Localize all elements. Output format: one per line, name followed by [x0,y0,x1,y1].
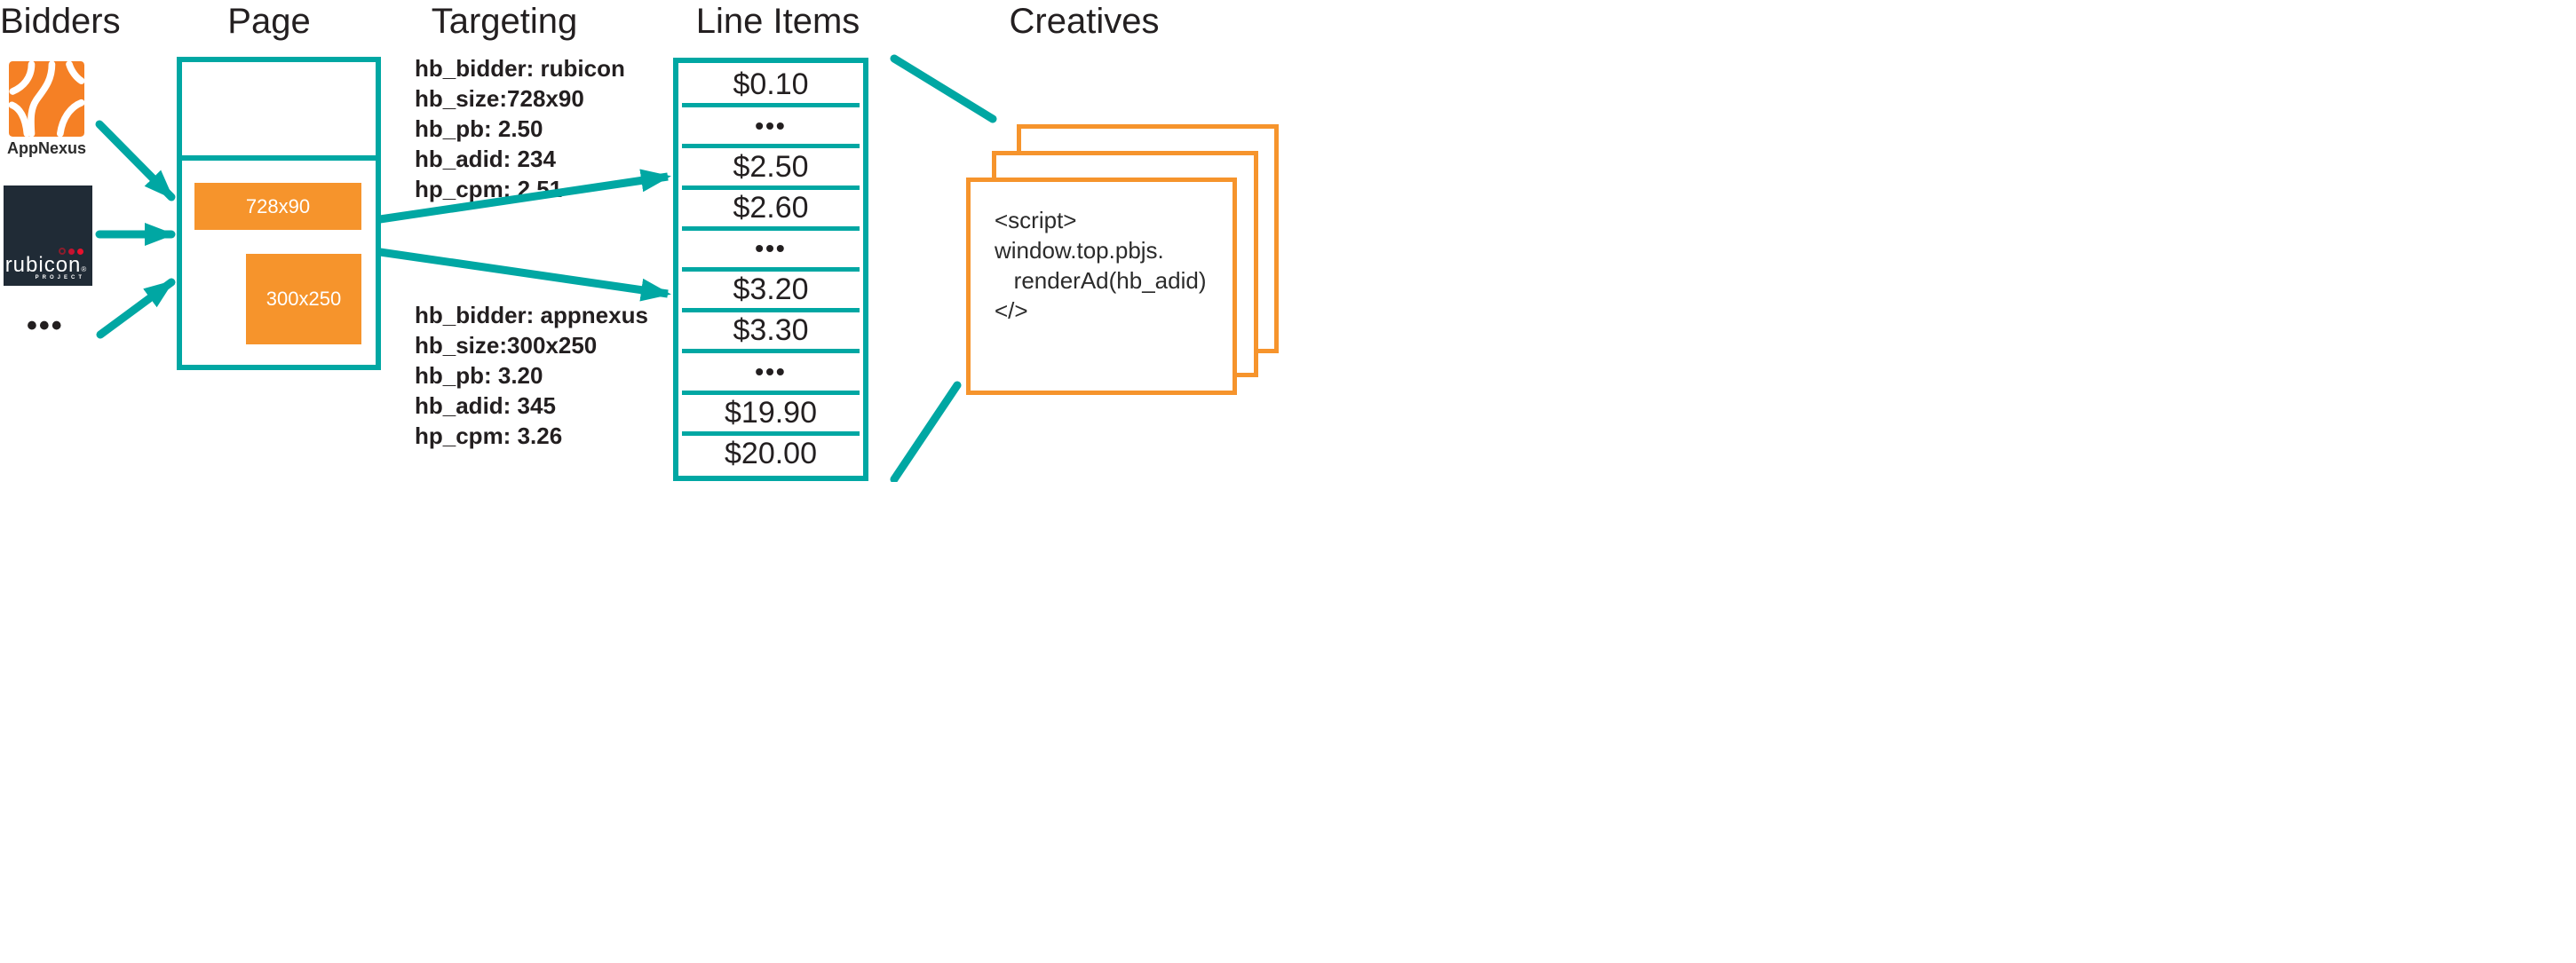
arrow-appnexus-to-page [95,120,176,201]
rubicon-project-label: PROJECT [35,275,85,280]
ad-slot-728x90: 728x90 [194,183,361,230]
targeting-line: hb_adid: 345 [415,392,556,419]
targeting-line: hp_cpm: 2.51 [415,176,563,202]
column-title-line-items: Line Items [695,2,860,41]
line-items-to-creatives-bottom-line [890,381,962,482]
line-item-row-ellipsis: ••• [682,349,860,391]
line-item-row: $19.90 [682,390,860,431]
targeting-line: hb_pb: 2.50 [415,115,543,142]
ad-slot-300x250: 300x250 [246,254,361,344]
line-items-table: $0.10 ••• $2.50 $2.60 ••• $3.20 $3.30 ••… [673,58,868,481]
arrow-other-bidders-to-page [96,278,176,339]
targeting-block-appnexus: hb_bidder: appnexus hb_size:300x250 hb_p… [415,300,648,451]
targeting-line: hb_size:300x250 [415,332,598,359]
targeting-line: hb_pb: 3.20 [415,362,543,389]
appnexus-label: AppNexus [6,139,86,157]
arrow-page-to-line-item-320 [379,248,671,302]
line-items-to-creatives-top-line [890,54,997,123]
ad-slot-300x250-label: 300x250 [266,288,342,310]
rubicon-dots-icon [59,248,83,255]
line-item-row-ellipsis: ••• [682,103,860,145]
column-title-page: Page [227,2,311,41]
code-line: </> [995,297,1028,324]
targeting-line: hp_cpm: 3.26 [415,422,563,449]
page-box: 728x90 300x250 [177,57,381,370]
targeting-line: hb_bidder: rubicon [415,55,625,82]
creative-script-snippet: <script> window.top.pbjs. renderAd(hb_ad… [995,205,1206,326]
page-header-divider [182,155,376,161]
targeting-block-rubicon: hb_bidder: rubicon hb_size:728x90 hb_pb:… [415,53,625,204]
code-line: window.top.pbjs. [995,237,1164,264]
line-item-row: $3.30 [682,308,860,350]
registered-mark: ® [81,265,88,273]
header-bidding-diagram: Bidders Page Targeting Line Items Creati… [0,0,1288,482]
line-item-row: $20.00 [682,430,860,473]
line-item-row-ellipsis: ••• [682,225,860,268]
rubicon-wordmark: rubicon® [4,253,88,277]
targeting-line: hb_size:728x90 [415,85,584,112]
line-item-row: $2.60 [682,185,860,226]
line-item-row: $3.20 [682,267,860,309]
appnexus-logo-icon [9,61,84,137]
column-title-bidders: Bidders [0,2,121,41]
targeting-line: hb_bidder: appnexus [415,302,648,328]
column-title-targeting: Targeting [431,2,578,41]
ad-slot-728x90-label: 728x90 [245,194,311,217]
line-item-row: $2.50 [682,144,860,185]
column-title-creatives: Creatives [1009,2,1160,41]
more-bidders-ellipsis: ••• [27,309,64,343]
targeting-line: hb_adid: 234 [415,146,556,172]
code-line: renderAd(hb_adid) [995,267,1207,294]
creative-card-front: <script> window.top.pbjs. renderAd(hb_ad… [966,178,1237,395]
code-line: <script> [995,207,1077,233]
rubicon-logo-icon: rubicon® PROJECT [4,185,92,286]
line-item-row: $0.10 [682,67,860,104]
